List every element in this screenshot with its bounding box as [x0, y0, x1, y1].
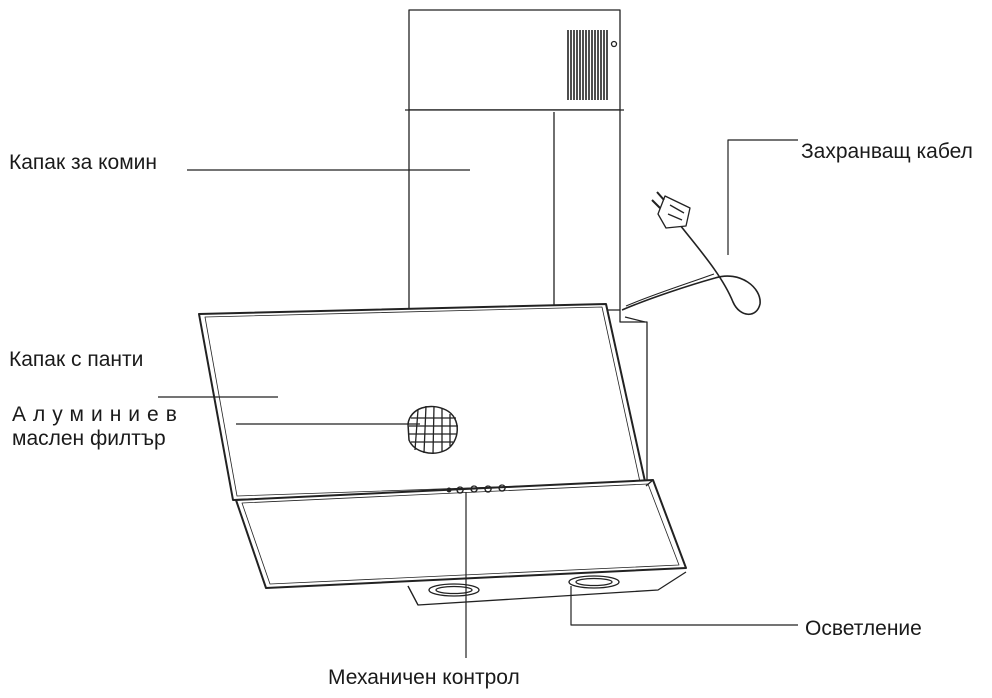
- label-mechanical-control: Механичен контрол: [328, 666, 520, 689]
- hood-body: [619, 310, 648, 480]
- label-lighting: Осветление: [805, 617, 922, 640]
- label-aluminium-filter-line1: Алуминиев: [12, 403, 184, 426]
- leader-lines: [158, 139, 798, 658]
- control-buttons: [446, 484, 506, 494]
- label-aluminium-filter: Алуминиев маслен филтър: [12, 403, 184, 451]
- upper-chimney: [405, 9, 624, 111]
- label-aluminium-filter-line2: маслен филтър: [12, 427, 166, 451]
- hinged-glass-panel: [198, 303, 647, 501]
- label-power-cable: Захранващ кабел: [801, 140, 973, 163]
- lower-glass-panel: [235, 479, 687, 589]
- plug-icon: [651, 191, 691, 229]
- power-cable: [621, 191, 761, 316]
- aluminium-filter-icon: [407, 405, 458, 455]
- vent-grille: [567, 30, 608, 100]
- label-chimney-cover: Капак за комин: [9, 151, 157, 174]
- chimney-cover: [408, 109, 621, 311]
- leader-cable: [727, 139, 798, 255]
- leader-light: [570, 586, 798, 626]
- label-hinged-cover: Капак с панти: [9, 348, 144, 371]
- screw-icon: [610, 40, 618, 48]
